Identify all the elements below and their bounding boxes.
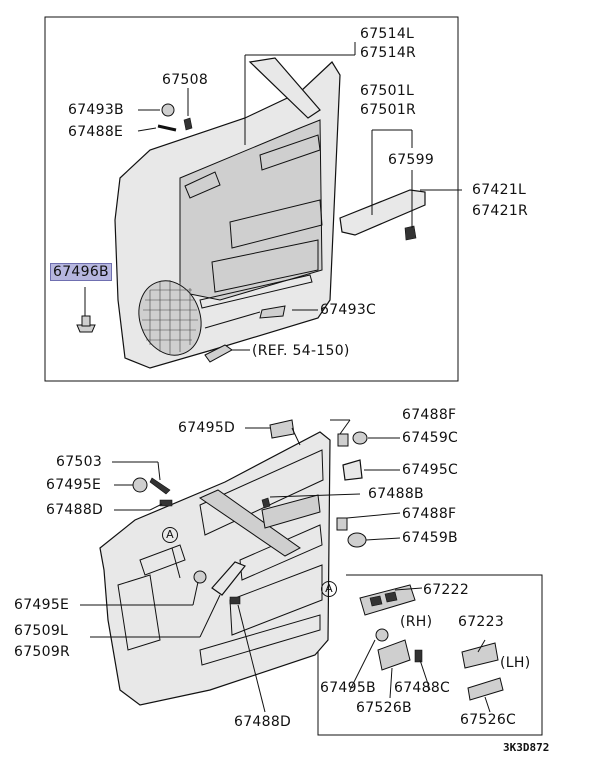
label-67495C: 67495C	[402, 462, 459, 478]
label-67493B: 67493B	[68, 102, 124, 118]
label-67503: 67503	[56, 454, 103, 470]
label-67495B: 67495B	[320, 680, 376, 696]
lower-leaders	[80, 419, 401, 713]
label-67496B-highlighted[interactable]: 67496B	[50, 263, 112, 281]
label-ref-54-150: (REF. 54-150)	[252, 343, 350, 359]
label-67488D-b: 67488D	[234, 714, 292, 730]
label-67488D-a: 67488D	[46, 502, 104, 518]
label-67509L: 67509L	[14, 623, 69, 639]
label-67495E-a: 67495E	[46, 477, 102, 493]
callout-a-circle: A	[162, 527, 178, 543]
label-67488E: 67488E	[68, 124, 124, 140]
upper-door-panel	[76, 57, 426, 369]
label-67514L: 67514L	[360, 26, 415, 42]
label-67222: 67222	[423, 582, 470, 598]
label-67508: 67508	[162, 72, 209, 88]
label-67488C: 67488C	[394, 680, 451, 696]
label-lh: (LH)	[500, 655, 531, 671]
label-67526B: 67526B	[356, 700, 412, 716]
detail-a-parts	[349, 584, 504, 713]
upper-frame	[44, 16, 459, 382]
label-67514R: 67514R	[360, 45, 417, 61]
label-67501R: 67501R	[360, 102, 417, 118]
speaker-grille	[142, 280, 198, 354]
label-67526C: 67526C	[460, 712, 517, 728]
callout-a-marker: A	[162, 526, 180, 543]
label-67495E-b: 67495E	[14, 597, 70, 613]
label-67223: 67223	[458, 614, 505, 630]
upper-leaders	[84, 42, 462, 351]
detail-a-circle: A	[321, 581, 337, 597]
label-67488B: 67488B	[368, 486, 424, 502]
lower-door-panel	[99, 419, 368, 706]
label-67459C: 67459C	[402, 430, 459, 446]
label-rh: (RH)	[400, 614, 433, 630]
detail-a-callout: A	[321, 580, 339, 597]
label-67488F-a: 67488F	[402, 407, 457, 423]
label-67493C: 67493C	[320, 302, 377, 318]
diagram-code: 3K3D872	[503, 741, 550, 754]
label-67501L: 67501L	[360, 83, 415, 99]
label-67495D: 67495D	[178, 420, 236, 436]
label-67421R: 67421R	[472, 203, 529, 219]
label-67421L: 67421L	[472, 182, 527, 198]
label-67488F-b: 67488F	[402, 506, 457, 522]
label-67599: 67599	[388, 152, 435, 168]
label-67509R: 67509R	[14, 644, 71, 660]
label-67459B: 67459B	[402, 530, 458, 546]
